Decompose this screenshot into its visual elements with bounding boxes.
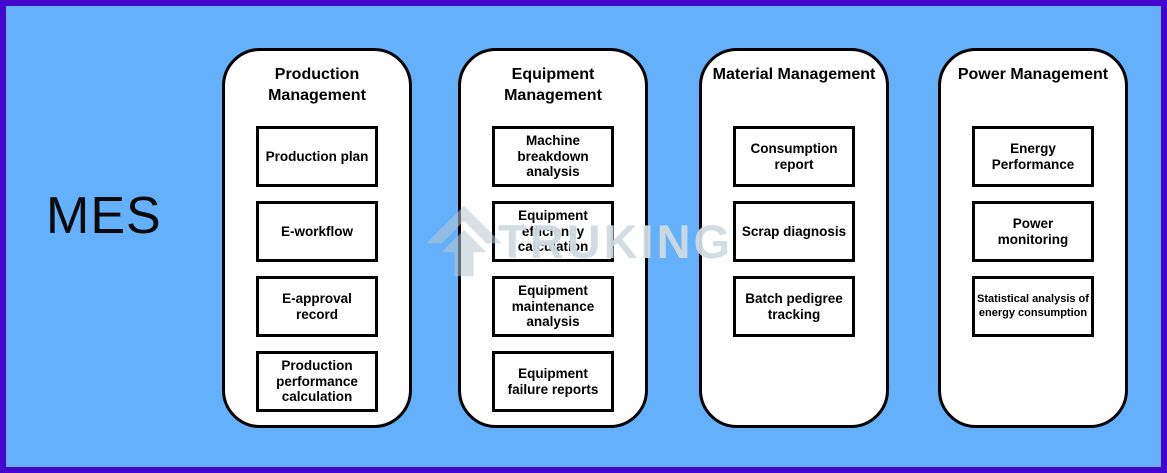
module-box-statistical-analysis-energy-consumption: Statistical analysis of energy consumpti… <box>972 276 1094 337</box>
card-title: Production Management <box>268 66 366 104</box>
module-box-equipment-efficiency-calculation: Equipment efficiency calculation <box>492 201 614 262</box>
card-power-management: Power Management Energy Performance Powe… <box>938 48 1128 428</box>
module-box-production-performance-calculation: Production performance calculation <box>256 351 378 412</box>
card-title: Power Management <box>957 66 1109 83</box>
card-equipment-management: Equipment Management Machine breakdown a… <box>458 48 648 428</box>
module-box-equipment-maintenance-analysis: Equipment maintenance analysis <box>492 276 614 337</box>
module-box-e-workflow: E-workflow <box>256 201 378 262</box>
module-box-scrap-diagnosis: Scrap diagnosis <box>733 201 855 262</box>
module-box-e-approval-record: E-approval record <box>256 276 378 337</box>
module-box-equipment-failure-reports: Equipment failure reports <box>492 351 614 412</box>
module-box-power-monitoring: Power monitoring <box>972 201 1094 262</box>
mes-label: MES <box>46 187 162 245</box>
card-title: Equipment Management <box>504 66 602 104</box>
card-title: Material Management <box>712 66 876 83</box>
card-material-management: Material Management Consumption report S… <box>699 48 889 428</box>
module-box-energy-performance: Energy Performance <box>972 126 1094 187</box>
module-box-batch-pedigree-tracking: Batch pedigree tracking <box>733 276 855 337</box>
module-box-machine-breakdown-analysis: Machine breakdown analysis <box>492 126 614 187</box>
card-production-management: Production Management Production plan E-… <box>222 48 412 428</box>
module-box-production-plan: Production plan <box>256 126 378 187</box>
module-box-consumption-report: Consumption report <box>733 126 855 187</box>
